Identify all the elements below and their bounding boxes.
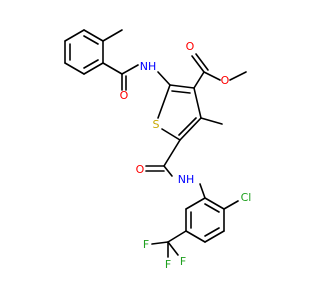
oxygen-atom-amide-1: O bbox=[120, 89, 129, 102]
bond bbox=[178, 117, 197, 136]
bond bbox=[204, 203, 220, 213]
bond bbox=[83, 62, 104, 75]
bond bbox=[191, 55, 205, 73]
bond bbox=[199, 183, 206, 199]
structure-canvas: O O NH O S O NH Cl F F F bbox=[64, 29, 252, 271]
oxygen-atom-ester-carbonyl: O bbox=[186, 40, 195, 53]
bond bbox=[200, 117, 223, 125]
fluorine-atom-2: F bbox=[165, 258, 171, 271]
bond bbox=[195, 53, 209, 71]
nitrogen-atom-amide-1: NH bbox=[140, 60, 157, 73]
oxygen-atom-amide-2: O bbox=[136, 163, 145, 176]
bond bbox=[64, 62, 85, 75]
bond bbox=[163, 139, 181, 167]
oxygen-atom-ester-ether: O bbox=[221, 74, 230, 87]
bond bbox=[223, 200, 239, 210]
bond bbox=[169, 84, 195, 89]
fluorine-atom-1: F bbox=[143, 238, 149, 251]
bond bbox=[179, 117, 202, 141]
bond bbox=[193, 87, 202, 119]
bond bbox=[171, 90, 191, 94]
bond bbox=[157, 84, 171, 119]
chlorine-atom: Cl bbox=[241, 191, 252, 204]
bond bbox=[203, 71, 221, 81]
bond bbox=[229, 71, 247, 81]
bond bbox=[167, 241, 179, 256]
nitrogen-atom-amide-2: NH bbox=[178, 173, 195, 186]
bond bbox=[204, 227, 220, 237]
bond bbox=[102, 62, 123, 75]
bond bbox=[185, 230, 206, 243]
bonds bbox=[64, 29, 247, 258]
sulfur-atom-thiophene: S bbox=[153, 118, 160, 131]
bond bbox=[163, 165, 173, 177]
bond bbox=[151, 241, 169, 245]
bond bbox=[64, 29, 85, 42]
bond bbox=[167, 230, 187, 243]
bond bbox=[83, 35, 99, 45]
bond bbox=[157, 71, 171, 86]
bond bbox=[121, 64, 139, 75]
bond bbox=[161, 128, 181, 141]
bond bbox=[83, 29, 104, 42]
fluorine-atom-3: F bbox=[180, 255, 186, 268]
bond bbox=[102, 29, 123, 42]
bond bbox=[185, 197, 206, 210]
molecule-diagram: O O NH O S O NH Cl F F F bbox=[64, 29, 252, 271]
bond bbox=[204, 230, 225, 243]
bond bbox=[83, 59, 99, 69]
bond bbox=[204, 197, 225, 210]
atom-labels: O O NH O S O NH Cl F F F bbox=[120, 40, 252, 271]
bond bbox=[193, 71, 205, 89]
